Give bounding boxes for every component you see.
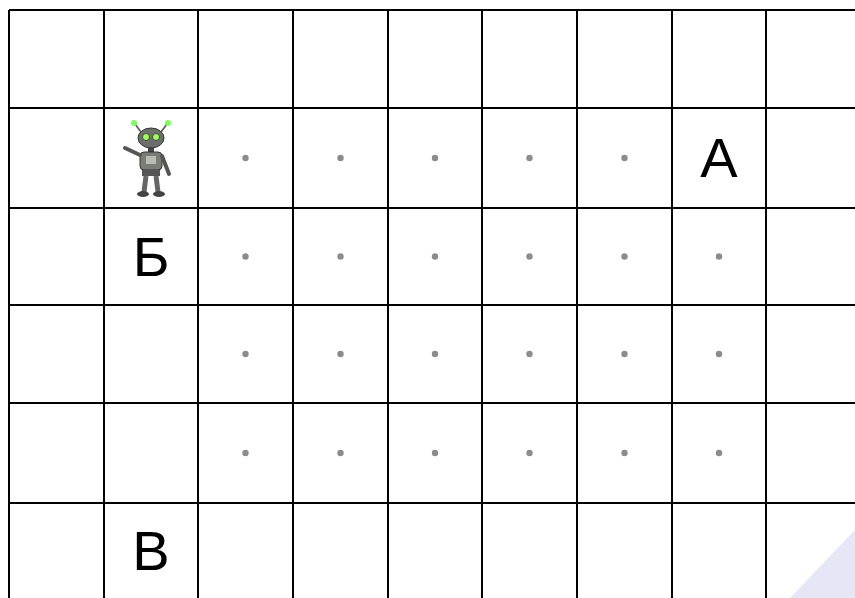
path-dot (242, 351, 248, 357)
path-dot (242, 450, 248, 456)
grid-line (9, 502, 855, 504)
path-dot (526, 351, 532, 357)
path-dot (716, 253, 722, 259)
path-dot (432, 351, 438, 357)
grid-line (9, 207, 855, 209)
path-dot (526, 253, 532, 259)
path-dot (621, 155, 627, 161)
path-dot (337, 253, 343, 259)
grid-line (9, 402, 855, 404)
path-dot (242, 155, 248, 161)
path-dot (716, 351, 722, 357)
robot-icon (125, 120, 171, 197)
corner-decoration (790, 530, 855, 598)
path-dot (432, 450, 438, 456)
grid-line (9, 9, 855, 11)
path-dot (242, 253, 248, 259)
cell-letter: А (700, 130, 737, 186)
grid-line (9, 304, 855, 306)
path-dot (337, 450, 343, 456)
path-dot (716, 450, 722, 456)
path-dot (621, 351, 627, 357)
path-dot (621, 450, 627, 456)
path-dot (337, 351, 343, 357)
path-dot (432, 253, 438, 259)
cell-letter: Б (133, 229, 170, 285)
path-dot (526, 450, 532, 456)
path-dot (337, 155, 343, 161)
grid-lines (9, 10, 855, 598)
path-dot (432, 155, 438, 161)
path-dot (526, 155, 532, 161)
path-dots (242, 155, 722, 456)
path-dot (621, 253, 627, 259)
grid-line (9, 107, 855, 109)
cell-letter: В (132, 523, 169, 579)
